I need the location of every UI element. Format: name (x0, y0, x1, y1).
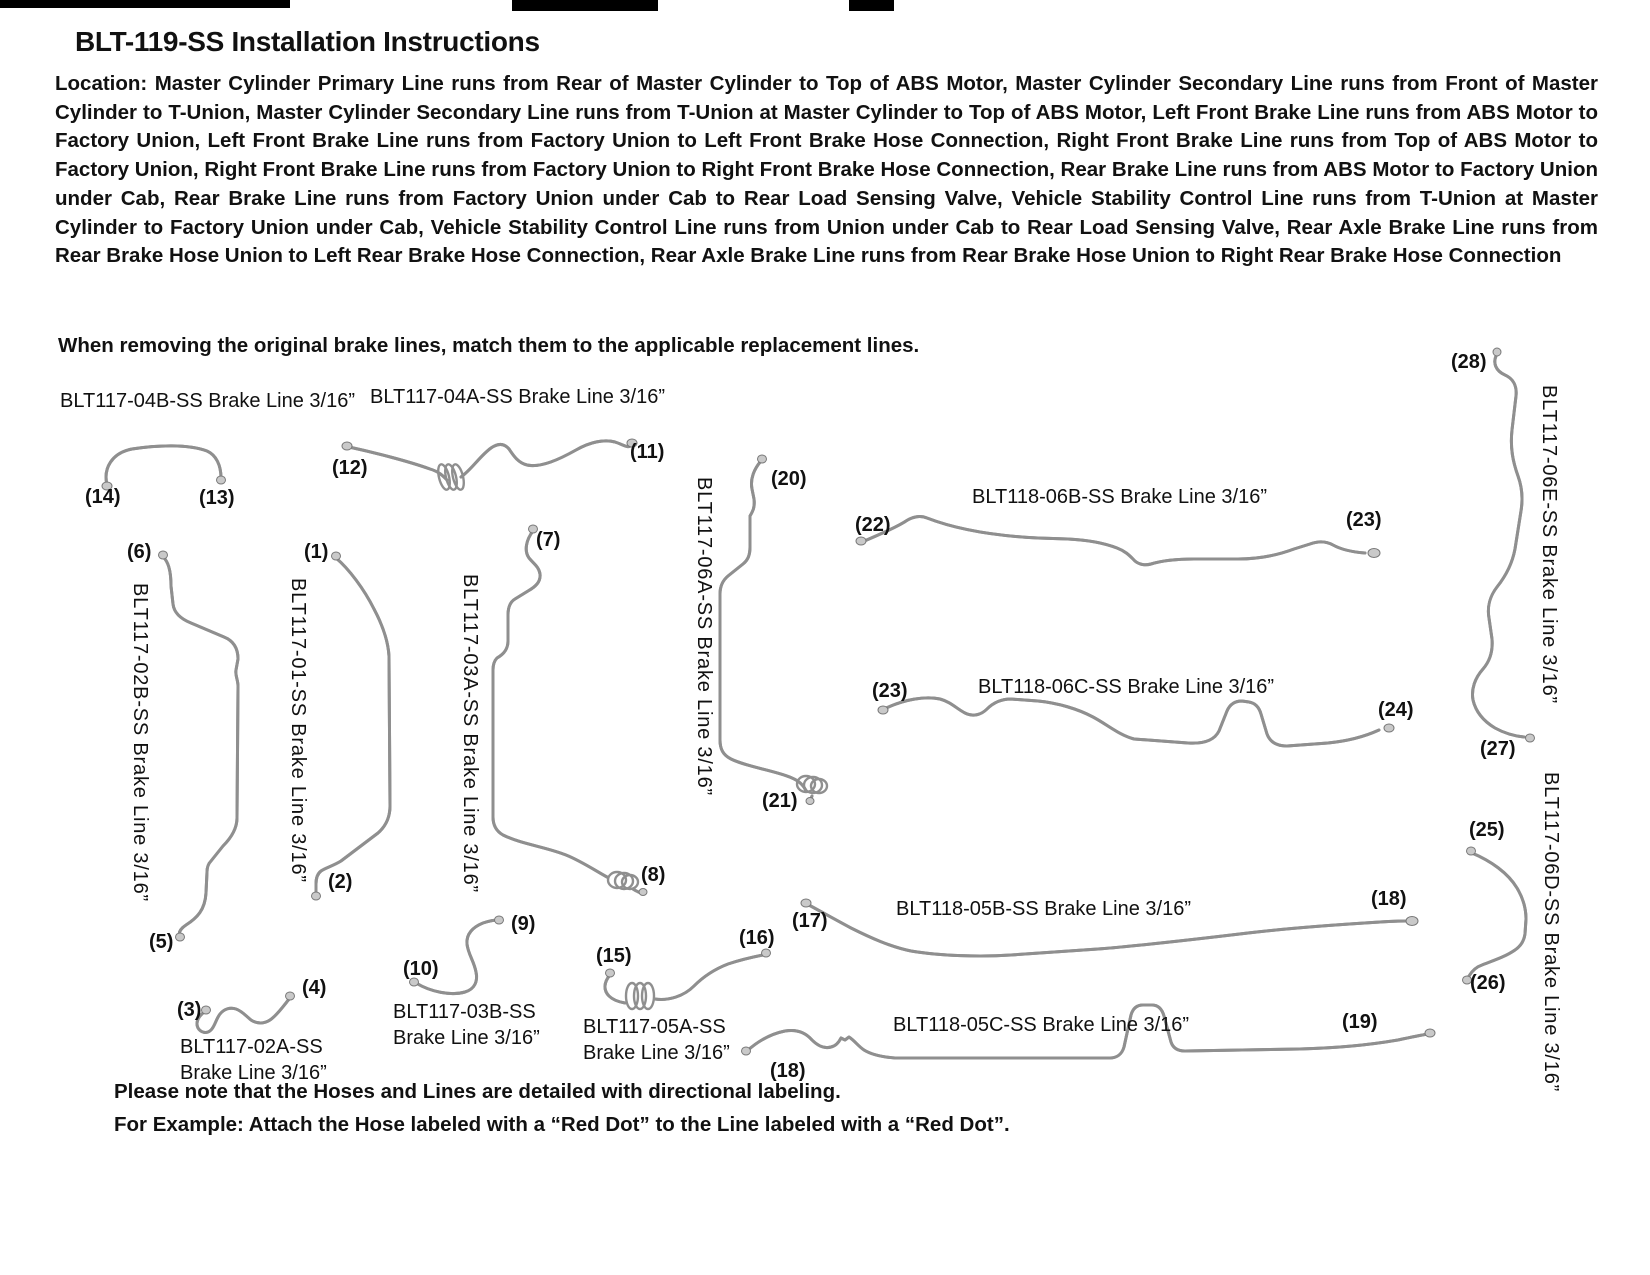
callout-4: (4) (302, 977, 327, 999)
callout-28: (28) (1451, 351, 1487, 373)
part-label-05a-line1: BLT117-05A-SS (583, 1016, 726, 1038)
callout-15: (15) (596, 945, 632, 967)
callout-18-upper: (18) (1371, 888, 1407, 910)
callout-24: (24) (1378, 699, 1414, 721)
callout-27: (27) (1480, 738, 1516, 760)
part-label-06e-vertical: BLT117-06E-SS Brake Line 3/16” (1538, 385, 1560, 704)
coil (437, 463, 465, 491)
callout-2: (2) (328, 871, 353, 893)
part-label-05b: BLT118-05B-SS Brake Line 3/16” (896, 898, 1191, 920)
top-edge-artifact (512, 0, 658, 11)
part-label-02a-line1: BLT117-02A-SS (180, 1036, 323, 1058)
callout-25: (25) (1469, 819, 1505, 841)
part-label-01-vertical: BLT117-01-SS Brake Line 3/16” (287, 578, 309, 883)
part-label-06c: BLT118-06C-SS Brake Line 3/16” (978, 676, 1275, 698)
part-label-02b-vertical: BLT117-02B-SS Brake Line 3/16” (129, 583, 151, 902)
part-label-05c: BLT118-05C-SS Brake Line 3/16” (893, 1014, 1190, 1036)
part-label-05a: BLT117-05A-SS Brake Line 3/16” (583, 1014, 730, 1066)
callout-20: (20) (771, 468, 807, 490)
callout-8: (8) (641, 864, 666, 886)
callout-19: (19) (1342, 1011, 1378, 1033)
callout-9: (9) (511, 913, 536, 935)
footer-note-1: Please note that the Hoses and Lines are… (114, 1080, 841, 1103)
callout-3: (3) (177, 999, 202, 1021)
callout-5: (5) (149, 931, 174, 953)
part-label-03b-line1: BLT117-03B-SS (393, 1001, 536, 1023)
callout-12: (12) (332, 457, 368, 479)
part-label-05a-line2: Brake Line 3/16” (583, 1042, 730, 1064)
callout-14: (14) (85, 486, 121, 508)
part-label-03b-line2: Brake Line 3/16” (393, 1027, 540, 1049)
callout-1: (1) (304, 541, 329, 563)
part-label-03b: BLT117-03B-SS Brake Line 3/16” (393, 999, 540, 1051)
part-label-04a: BLT117-04A-SS Brake Line 3/16” (370, 386, 665, 408)
callout-11: (11) (630, 441, 665, 463)
callout-13: (13) (199, 487, 235, 509)
location-paragraph: Location: Master Cylinder Primary Line r… (55, 72, 1598, 268)
part-label-06d-vertical: BLT117-06D-SS Brake Line 3/16” (1540, 772, 1562, 1093)
part-label-02a: BLT117-02A-SS Brake Line 3/16” (180, 1034, 327, 1086)
callout-26: (26) (1470, 972, 1506, 994)
callout-17: (17) (792, 910, 828, 932)
callout-23-left: (23) (872, 680, 908, 702)
part-label-06b: BLT118-06B-SS Brake Line 3/16” (972, 486, 1267, 508)
part-label-06a-vertical: BLT117-06A-SS Brake Line 3/16” (693, 477, 715, 796)
callout-22: (22) (855, 514, 891, 536)
match-note: When removing the original brake lines, … (58, 334, 920, 357)
page-title: BLT-119-SS Installation Instructions (75, 26, 540, 57)
callout-23-right: (23) (1346, 509, 1382, 531)
part-label-04b: BLT117-04B-SS Brake Line 3/16” (60, 390, 355, 412)
part-label-03a-vertical: BLT117-03A-SS Brake Line 3/16” (459, 574, 481, 893)
top-edge-artifact (849, 0, 894, 11)
callout-10: (10) (403, 958, 439, 980)
callout-6: (6) (127, 541, 152, 563)
callout-7: (7) (536, 529, 561, 551)
callout-16: (16) (739, 927, 775, 949)
callout-18-lower: (18) (770, 1060, 806, 1082)
part-label-02a-line2: Brake Line 3/16” (180, 1062, 327, 1084)
top-edge-artifact (0, 0, 290, 8)
footer-note-2: For Example: Attach the Hose labeled wit… (114, 1113, 1010, 1136)
callout-21: (21) (762, 790, 798, 812)
